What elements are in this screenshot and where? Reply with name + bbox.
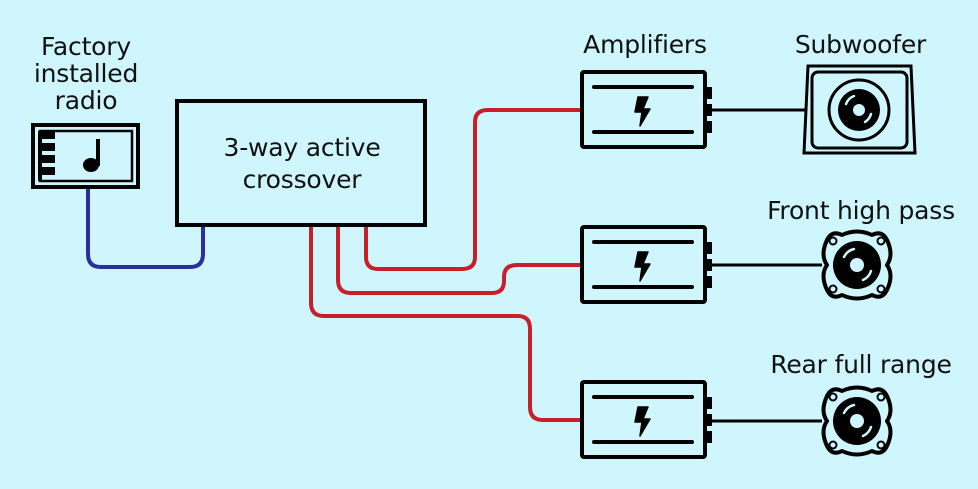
- front-speaker-icon: [821, 229, 893, 301]
- amplifier-1: [580, 70, 714, 149]
- crossover-to-amp1-wire: [364, 108, 583, 271]
- amplifier-2: [580, 225, 714, 304]
- radio-label-line-1: Factory: [41, 32, 131, 61]
- radio-label: Factory installed radio: [18, 33, 154, 114]
- rear-label: Rear full range: [770, 350, 952, 379]
- crossover-label-line-2: crossover: [242, 165, 362, 194]
- crossover-label-line-1: 3-way active: [223, 133, 381, 162]
- crossover-label: 3-way active crossover: [180, 132, 424, 196]
- amplifiers-label: Amplifiers: [583, 30, 707, 59]
- crossover-to-amp3-wire: [309, 226, 583, 422]
- amplifier-3: [580, 380, 714, 459]
- subwoofer-icon: [802, 64, 917, 155]
- subwoofer-label: Subwoofer: [794, 30, 927, 59]
- radio-label-line-2: installed: [33, 59, 139, 88]
- radio-to-crossover-wire: [86, 188, 205, 269]
- crossover-box: [175, 99, 427, 227]
- radio-device: [31, 123, 140, 189]
- radio-label-line-3: radio: [54, 86, 118, 115]
- front-label: Front high pass: [767, 196, 955, 225]
- music-note-icon: [83, 139, 100, 172]
- crossover-to-amp2-wire: [336, 226, 583, 295]
- rear-speaker-icon: [821, 385, 893, 457]
